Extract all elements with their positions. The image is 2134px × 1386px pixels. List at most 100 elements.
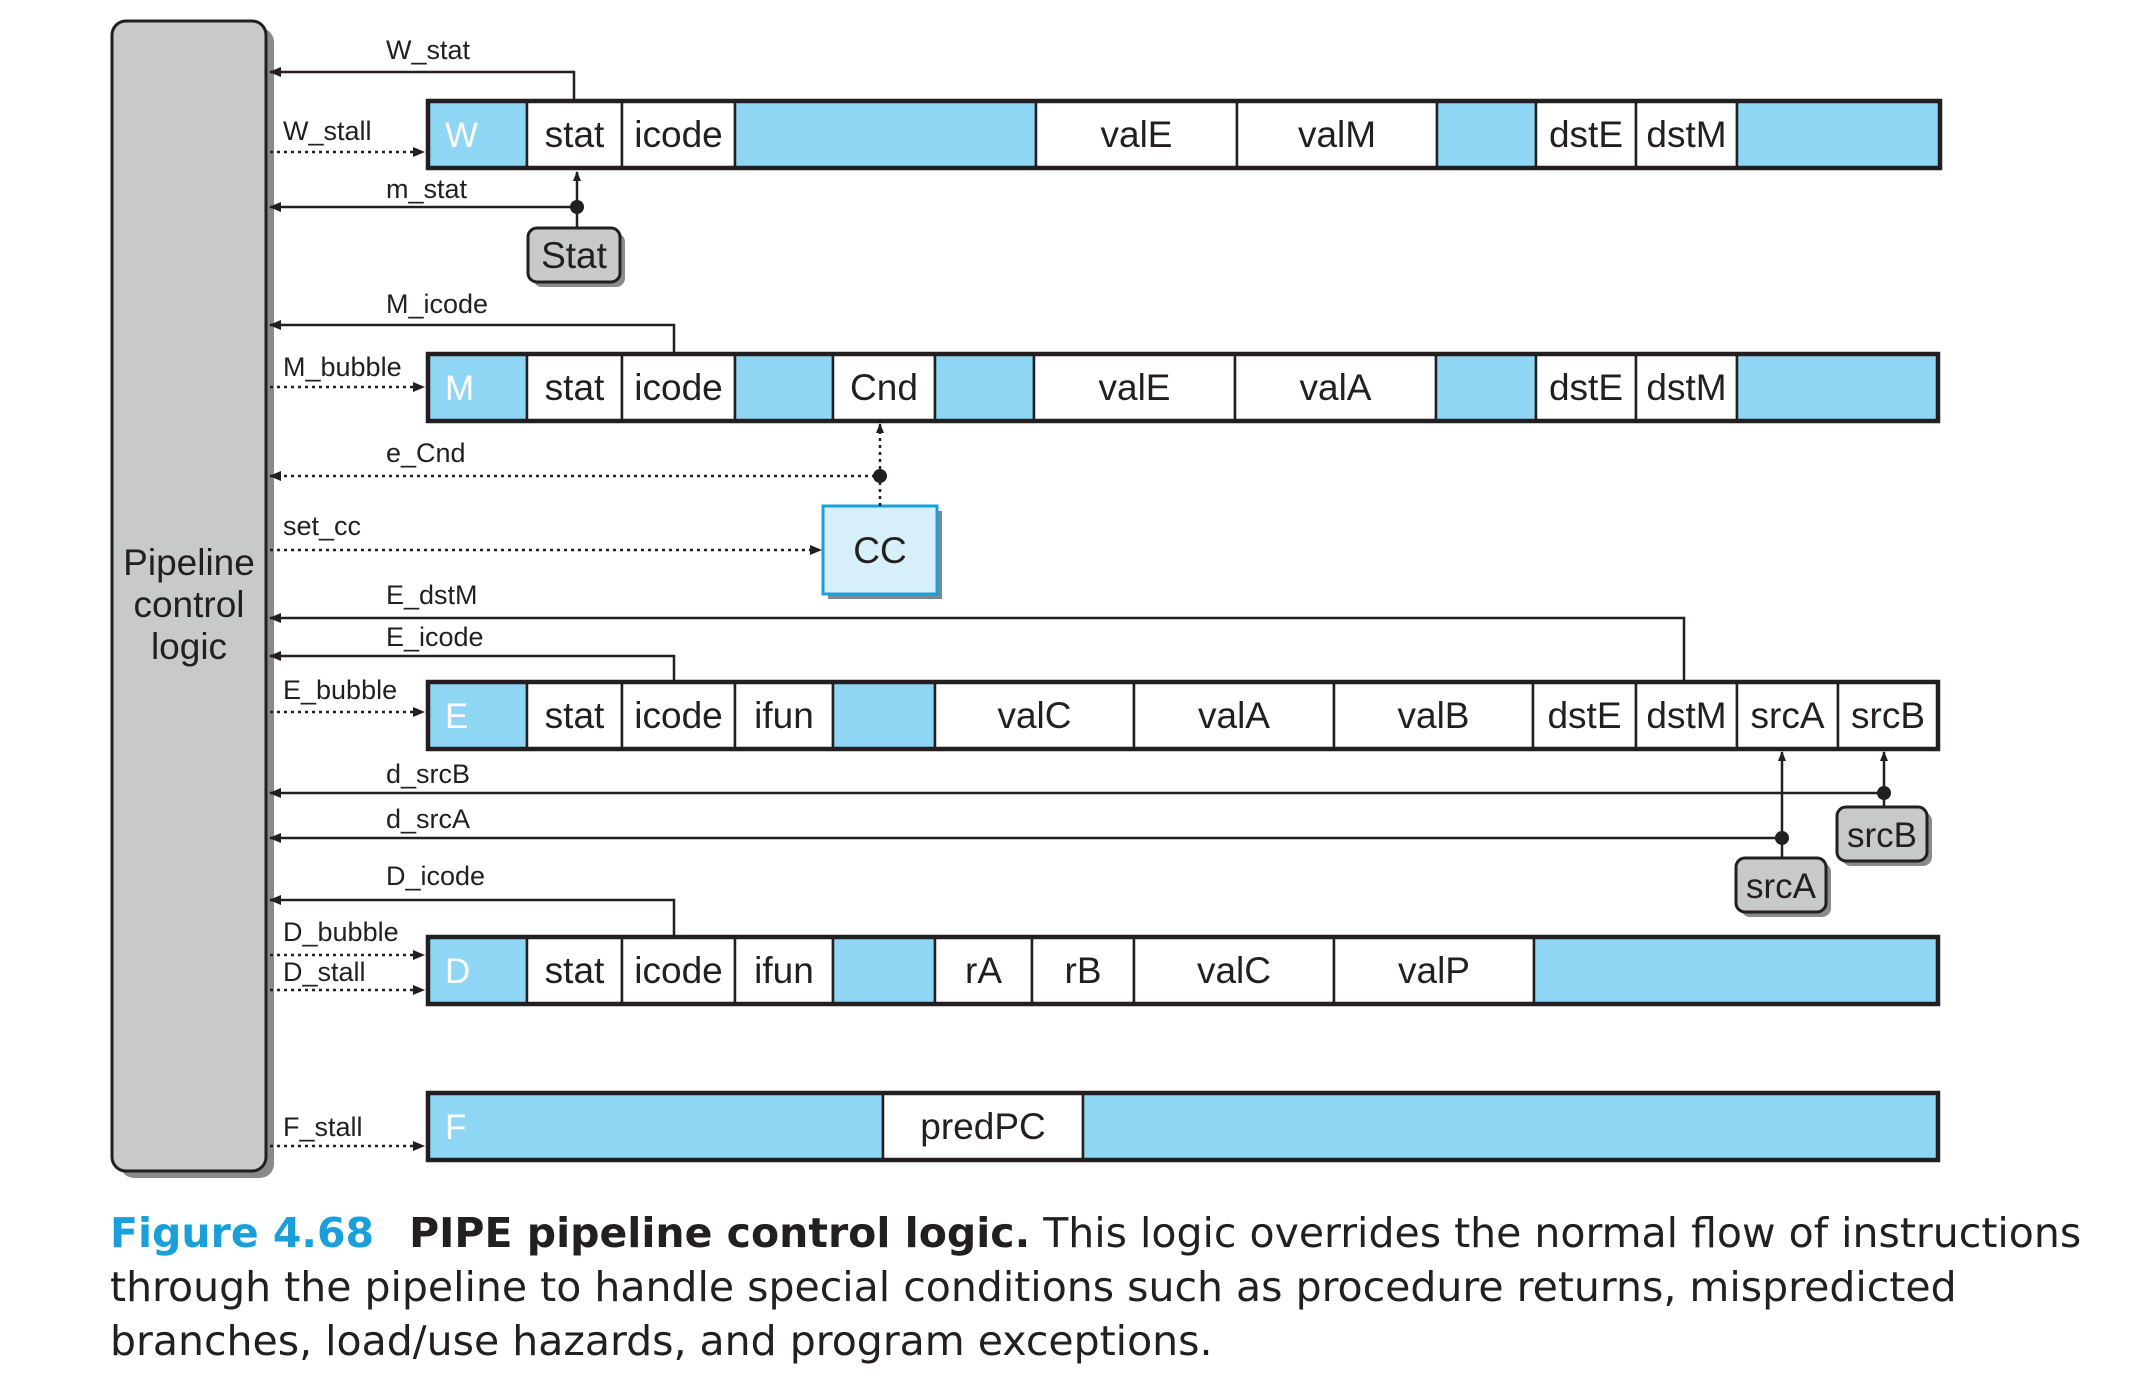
- register-W-field-label: dstE: [1549, 114, 1623, 155]
- signal-label-D_icode: D_icode: [386, 861, 485, 891]
- figure-title: PIPE pipeline control logic.: [409, 1209, 1031, 1257]
- signal-label-D_bubble: D_bubble: [283, 917, 399, 947]
- register-F: predPC F: [425, 1090, 1941, 1163]
- cc-block-label: CC: [853, 530, 906, 571]
- register-D-field-4: [831, 935, 937, 1006]
- wire-d_srcB: [269, 788, 1886, 807]
- wire-W_stat: [269, 67, 576, 101]
- register-M-field-label: valA: [1300, 367, 1372, 408]
- signal-label-d_srcA: d_srcA: [386, 804, 470, 834]
- register-E-field-2: [620, 680, 737, 751]
- register-F-field-2: [1081, 1091, 1940, 1162]
- register-E-field-label: icode: [634, 695, 722, 736]
- signal-label-m_stat: m_stat: [386, 174, 468, 204]
- register-E-field-label: dstE: [1547, 695, 1621, 736]
- stat-block-label: Stat: [541, 235, 608, 276]
- register-E-field-4: [831, 680, 937, 751]
- register-E-field-0: [426, 680, 529, 751]
- register-F-name: F: [445, 1108, 466, 1147]
- junction-srcB: [1877, 786, 1891, 800]
- register-M-field-10: [1634, 352, 1739, 423]
- register-D-field-1: [525, 935, 624, 1006]
- register-M-field-label: stat: [545, 367, 605, 408]
- register-D: stat icode ifun rA rB valC valP D: [425, 934, 1941, 1007]
- signal-label-D_stall: D_stall: [283, 957, 366, 987]
- register-D-field-label: icode: [634, 950, 722, 991]
- register-E-field-label: stat: [545, 695, 605, 736]
- register-M-field-label: icode: [634, 367, 722, 408]
- register-W-field-label: stat: [545, 114, 605, 155]
- register-M-field-0: [426, 352, 529, 423]
- register-E-field-5: [933, 680, 1136, 751]
- register-D-field-label: rB: [1065, 950, 1102, 991]
- register-W-field-label: dstM: [1646, 114, 1726, 155]
- register-E-field-3: [733, 680, 835, 751]
- signal-label-E_bubble: E_bubble: [283, 675, 397, 705]
- signal-label-d_srcB: d_srcB: [386, 759, 470, 789]
- signal-label-W_stat: W_stat: [386, 35, 471, 65]
- srcB-block: srcB: [1835, 805, 1932, 866]
- wire-D_icode: [269, 895, 676, 937]
- register-D-field-label: rA: [965, 950, 1002, 991]
- register-W-name: W: [445, 116, 478, 155]
- srcA-block: srcA: [1734, 856, 1831, 917]
- register-W-field-6: [1435, 99, 1538, 170]
- figure-caption: Figure 4.68 PIPE pipeline control logic.…: [110, 1206, 2120, 1368]
- register-F-outline: [425, 1090, 1941, 1163]
- register-D-field-label: valC: [1197, 950, 1271, 991]
- register-E-field-10: [1735, 680, 1840, 751]
- signal-label-E_dstM: E_dstM: [386, 580, 478, 610]
- register-M-field-4: [831, 352, 937, 423]
- wire-d_srcA: [269, 833, 1784, 858]
- register-W-field-label: icode: [634, 114, 722, 155]
- register-W: stat icode valE valM dstE dstM W: [425, 98, 1943, 171]
- register-D-field-9: [1532, 935, 1940, 1006]
- register-D-field-3: [733, 935, 835, 1006]
- register-D-field-label: stat: [545, 950, 605, 991]
- figure-number: Figure 4.68: [110, 1209, 375, 1257]
- figure-caption-text: This logic overrides the normal flow of …: [110, 1209, 2082, 1365]
- stat-block: Stat: [526, 226, 625, 287]
- register-F-field-label: predPC: [920, 1106, 1045, 1147]
- wire-E_icode: [269, 651, 676, 682]
- register-D-field-0: [426, 935, 529, 1006]
- register-M-name: M: [445, 369, 474, 408]
- register-W-field-label: valM: [1298, 114, 1376, 155]
- control-label-line-3: logic: [151, 626, 227, 667]
- register-D-field-label: ifun: [754, 950, 814, 991]
- register-E-name: E: [445, 697, 468, 736]
- register-M-field-9: [1534, 352, 1638, 423]
- junction-srcA: [1775, 831, 1789, 845]
- register-W-field-label: valE: [1101, 114, 1173, 155]
- register-M-field-8: [1434, 352, 1538, 423]
- register-M-field-11: [1735, 352, 1940, 423]
- register-M-field-label: dstE: [1549, 367, 1623, 408]
- register-M-field-5: [933, 352, 1036, 423]
- register-E-field-label: srcB: [1851, 695, 1925, 736]
- register-M-field-label: valE: [1099, 367, 1171, 408]
- register-W-field-3: [733, 99, 1038, 170]
- register-E-field-label: valB: [1398, 695, 1470, 736]
- control-label-line-2: control: [133, 584, 244, 625]
- register-W-field-9: [1735, 99, 1942, 170]
- wire-M_icode: [269, 320, 676, 354]
- signal-label-M_icode: M_icode: [386, 289, 488, 319]
- signal-label-E_icode: E_icode: [386, 622, 484, 652]
- register-D-outline: [425, 934, 1941, 1007]
- signal-label-set_cc: set_cc: [283, 511, 361, 541]
- signal-label-F_stall: F_stall: [283, 1112, 363, 1142]
- register-E-field-label: valA: [1198, 695, 1270, 736]
- srcB-block-label: srcB: [1847, 816, 1917, 855]
- register-D-name: D: [445, 952, 470, 991]
- register-M-field-1: [525, 352, 624, 423]
- wire-e_Cnd: [269, 471, 882, 506]
- register-D-field-label: valP: [1398, 950, 1470, 991]
- register-E-field-label: valC: [997, 695, 1071, 736]
- register-F-field-0: [426, 1091, 885, 1162]
- pipeline-control-logic: Pipeline control logic: [110, 19, 274, 1178]
- wire-E_dstM: [269, 613, 1686, 682]
- register-E-field-label: dstM: [1646, 695, 1726, 736]
